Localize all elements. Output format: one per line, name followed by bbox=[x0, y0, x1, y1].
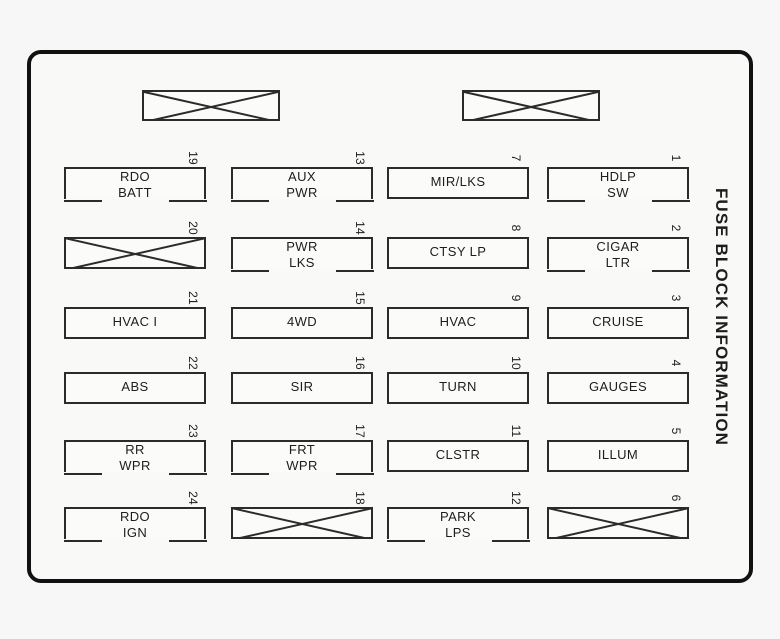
fuse-slot-18[interactable] bbox=[231, 507, 373, 539]
fuse-slot-3[interactable] bbox=[547, 307, 689, 339]
fuse-number-23: 23 bbox=[186, 424, 200, 438]
fuse-cell-20: 20 bbox=[64, 219, 206, 281]
fuse-number-4: 4 bbox=[669, 359, 683, 367]
fuse-number-18: 18 bbox=[353, 491, 367, 505]
fuse-number-6: 6 bbox=[669, 494, 683, 502]
fuse-number-21: 21 bbox=[186, 291, 200, 305]
fuse-slot-14[interactable] bbox=[230, 237, 374, 272]
fuse-cell-6: 6 bbox=[547, 489, 689, 551]
fuse-slot-5[interactable] bbox=[547, 440, 689, 472]
fuse-number-20: 20 bbox=[186, 221, 200, 235]
fuse-slot-12[interactable] bbox=[386, 507, 530, 542]
fuse-number-17: 17 bbox=[353, 424, 367, 438]
fuse-slot-13[interactable] bbox=[230, 167, 374, 202]
fuse-number-13: 13 bbox=[353, 151, 367, 165]
fuse-slot-15[interactable] bbox=[231, 307, 373, 339]
fuse-slot-17[interactable] bbox=[230, 440, 374, 475]
fuse-slot-4[interactable] bbox=[547, 372, 689, 404]
relay-slot-2[interactable] bbox=[462, 90, 600, 121]
fuse-number-22: 22 bbox=[186, 356, 200, 370]
fuse-slot-9[interactable] bbox=[387, 307, 529, 339]
fuse-number-15: 15 bbox=[353, 291, 367, 305]
fuse-number-14: 14 bbox=[353, 221, 367, 235]
fuse-number-24: 24 bbox=[186, 491, 200, 505]
fuse-slot-6[interactable] bbox=[547, 507, 689, 539]
fuse-slot-19[interactable] bbox=[63, 167, 207, 202]
fuse-slot-10[interactable] bbox=[387, 372, 529, 404]
fuse-number-11: 11 bbox=[509, 424, 523, 438]
fuse-number-5: 5 bbox=[669, 427, 683, 435]
fuse-number-19: 19 bbox=[186, 151, 200, 165]
fuse-number-10: 10 bbox=[509, 356, 523, 370]
fuse-slot-24[interactable] bbox=[63, 507, 207, 542]
relay-slot-1[interactable] bbox=[142, 90, 280, 121]
fuse-slot-11[interactable] bbox=[387, 440, 529, 472]
fuse-number-2: 2 bbox=[669, 224, 683, 232]
fuse-number-8: 8 bbox=[509, 224, 523, 232]
empty-slot-x-icon bbox=[66, 239, 204, 267]
fuse-slot-2[interactable] bbox=[546, 237, 690, 272]
fuse-cell-18: 18 bbox=[231, 489, 373, 551]
fuse-slot-7[interactable] bbox=[387, 167, 529, 199]
caption-text: FUSE BLOCK INFORMATION bbox=[712, 187, 731, 446]
fuse-number-1: 1 bbox=[669, 154, 683, 162]
fuse-number-16: 16 bbox=[353, 356, 367, 370]
fuse-number-7: 7 bbox=[509, 154, 523, 162]
fuse-slot-16[interactable] bbox=[231, 372, 373, 404]
fuse-number-12: 12 bbox=[509, 491, 523, 505]
fuse-number-3: 3 bbox=[669, 294, 683, 302]
fuse-number-9: 9 bbox=[509, 294, 523, 302]
fuse-slot-21[interactable] bbox=[64, 307, 206, 339]
fuse-slot-22[interactable] bbox=[64, 372, 206, 404]
fuse-slot-1[interactable] bbox=[546, 167, 690, 202]
empty-slot-x-icon bbox=[233, 509, 371, 537]
fuse-slot-23[interactable] bbox=[63, 440, 207, 475]
fuse-slot-20[interactable] bbox=[64, 237, 206, 269]
fuse-slot-8[interactable] bbox=[387, 237, 529, 269]
fuse-block-information-caption: FUSE BLOCK INFORMATION bbox=[699, 54, 743, 579]
empty-slot-x-icon bbox=[549, 509, 687, 537]
